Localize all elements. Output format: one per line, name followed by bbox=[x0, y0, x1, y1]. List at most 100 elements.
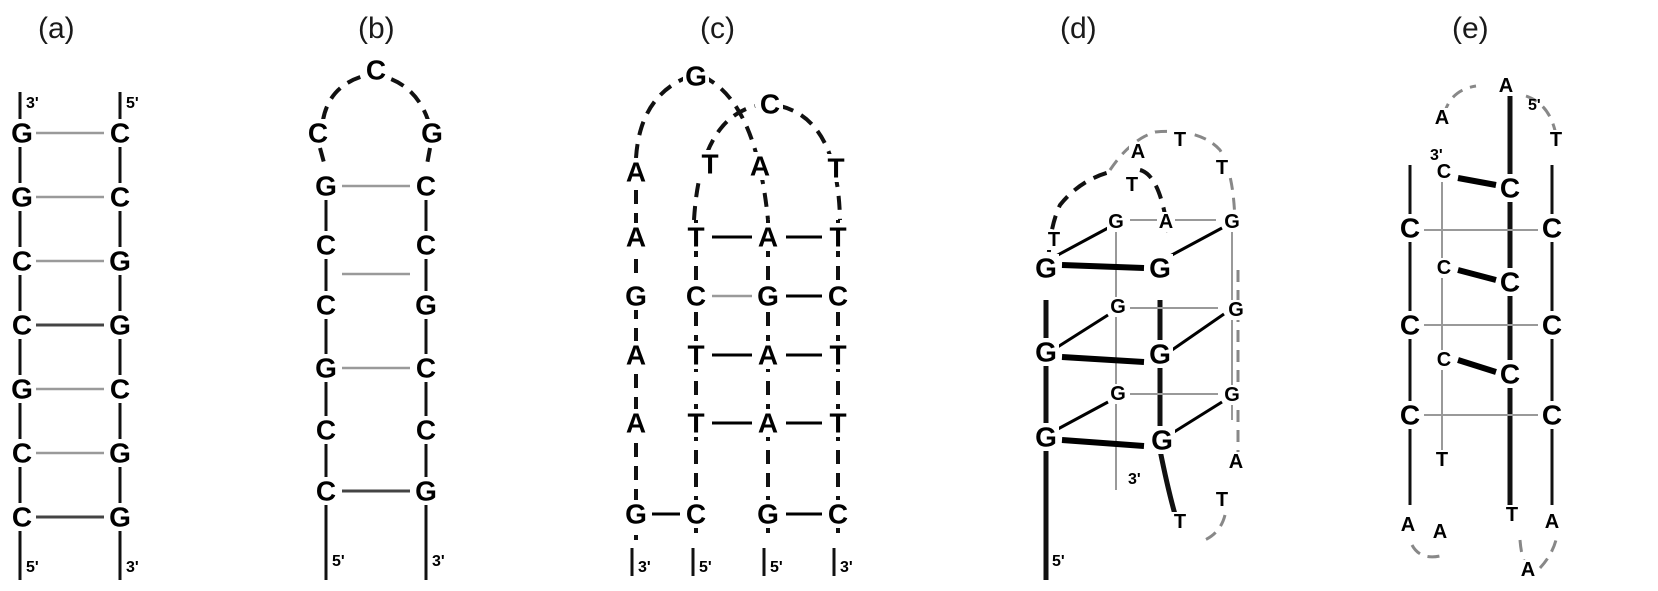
panel-d-lower-loop: ATT bbox=[1171, 451, 1245, 533]
nucleotide: C bbox=[316, 415, 336, 446]
nucleotide: C bbox=[1437, 257, 1451, 279]
nucleotide: C bbox=[12, 438, 32, 469]
panel-d-label: (d) bbox=[1060, 12, 1097, 45]
nucleotide: G bbox=[757, 281, 779, 312]
nucleotide: C bbox=[828, 281, 848, 312]
nucleotide: G bbox=[11, 182, 33, 213]
nucleotide: C bbox=[416, 171, 436, 202]
nucleotide: C bbox=[1400, 400, 1420, 431]
nucleotide: G bbox=[109, 310, 131, 341]
nucleotide: C bbox=[1542, 400, 1562, 431]
nucleotide: T bbox=[687, 222, 704, 253]
nucleotide: G bbox=[415, 476, 437, 507]
panel-d-back-left: G G G bbox=[1107, 211, 1127, 405]
nucleotide: T bbox=[687, 340, 704, 371]
panel-c-top: GC bbox=[683, 61, 783, 120]
strand-end: 5' bbox=[699, 559, 712, 576]
panel-e-middle-small: CCC bbox=[1435, 161, 1453, 371]
strand-end: 5' bbox=[770, 559, 783, 576]
nucleotide: A bbox=[1433, 521, 1447, 543]
panel-b-base-pairs bbox=[342, 184, 410, 493]
strand-end: 3' bbox=[638, 559, 651, 576]
nucleotide: C bbox=[1400, 213, 1420, 244]
panel-d-outer-end: 5' bbox=[1052, 553, 1065, 570]
panel-c-label: (c) bbox=[700, 12, 735, 45]
nucleotide: G bbox=[1149, 339, 1171, 370]
panel-b-bottom-left-end: 5' bbox=[332, 553, 345, 570]
nucleotide: G bbox=[757, 499, 779, 530]
nucleotide: A bbox=[1545, 511, 1559, 533]
nucleotide: G bbox=[1149, 253, 1171, 284]
nucleotide: G bbox=[415, 290, 437, 321]
nucleotide: A bbox=[1229, 451, 1243, 473]
panel-e-middle-big: CCC bbox=[1497, 173, 1523, 390]
nucleotide: A bbox=[758, 340, 778, 371]
nucleotide: G bbox=[1108, 211, 1124, 233]
nucleotide: G bbox=[625, 499, 647, 530]
nucleotide: C bbox=[316, 476, 336, 507]
nucleotide: A bbox=[626, 222, 646, 253]
nucleotide: T bbox=[701, 149, 718, 180]
panel-c-arch-c bbox=[692, 104, 756, 221]
nucleotide: G bbox=[109, 438, 131, 469]
nucleotide: G bbox=[1110, 296, 1126, 318]
nucleotide: C bbox=[1400, 310, 1420, 341]
nucleotide: G bbox=[1224, 384, 1240, 406]
nucleotide: G bbox=[685, 61, 707, 92]
nucleotide: G bbox=[1110, 383, 1126, 405]
nucleotide: A bbox=[758, 222, 778, 253]
nucleotide: T bbox=[1550, 129, 1562, 151]
nucleotide: A bbox=[750, 151, 770, 182]
nucleotide: C bbox=[1542, 310, 1562, 341]
nucleotide: T bbox=[829, 408, 846, 439]
nucleotide: G bbox=[1035, 253, 1057, 284]
nucleotide: T bbox=[1436, 449, 1448, 471]
nucleotide: T bbox=[1174, 511, 1186, 533]
panel-a-bottom-left-end: 5' bbox=[26, 559, 39, 576]
nucleotide: C bbox=[12, 246, 32, 277]
nucleotide: A bbox=[626, 340, 646, 371]
nucleotide: A bbox=[1159, 211, 1173, 233]
nucleotide: G bbox=[1035, 422, 1057, 453]
nucleotide: C bbox=[316, 230, 336, 261]
nucleotide: C bbox=[416, 230, 436, 261]
panel-a-top-right-end: 5' bbox=[126, 95, 139, 112]
nucleotide: T bbox=[827, 153, 844, 184]
panel-a-label: (a) bbox=[38, 12, 75, 45]
panel-d-tetrads bbox=[1055, 219, 1225, 449]
nucleotide: A bbox=[1131, 141, 1145, 163]
nucleotide: T bbox=[1216, 157, 1228, 179]
strand-end: 3' bbox=[840, 559, 853, 576]
nucleotide: C bbox=[1500, 267, 1520, 298]
nucleotide: A bbox=[1499, 75, 1513, 97]
nucleotide: G bbox=[109, 246, 131, 277]
panel-a-bottom-right-end: 3' bbox=[126, 559, 139, 576]
panel-e-top-loop: AAT bbox=[1433, 75, 1565, 151]
nucleotide: C bbox=[1500, 173, 1520, 204]
nucleotide: T bbox=[1506, 504, 1518, 526]
nucleotide: G bbox=[421, 118, 443, 149]
nucleotide: A bbox=[1521, 559, 1535, 581]
panel-e-left-column: C C C bbox=[1397, 213, 1423, 431]
nucleotide: G bbox=[11, 374, 33, 405]
panel-a-base-pairs bbox=[36, 131, 104, 519]
nucleotide: C bbox=[1437, 349, 1451, 371]
nucleotide: G bbox=[315, 171, 337, 202]
panel-b-label: (b) bbox=[358, 12, 395, 45]
panel-e-label: (e) bbox=[1452, 12, 1489, 45]
nucleotide: T bbox=[1126, 174, 1138, 196]
nucleotide: C bbox=[366, 55, 386, 86]
nucleotide: A bbox=[626, 408, 646, 439]
nucleotide: T bbox=[687, 408, 704, 439]
nucleotide: G bbox=[1224, 211, 1240, 233]
panel-c-pairs bbox=[652, 235, 822, 516]
